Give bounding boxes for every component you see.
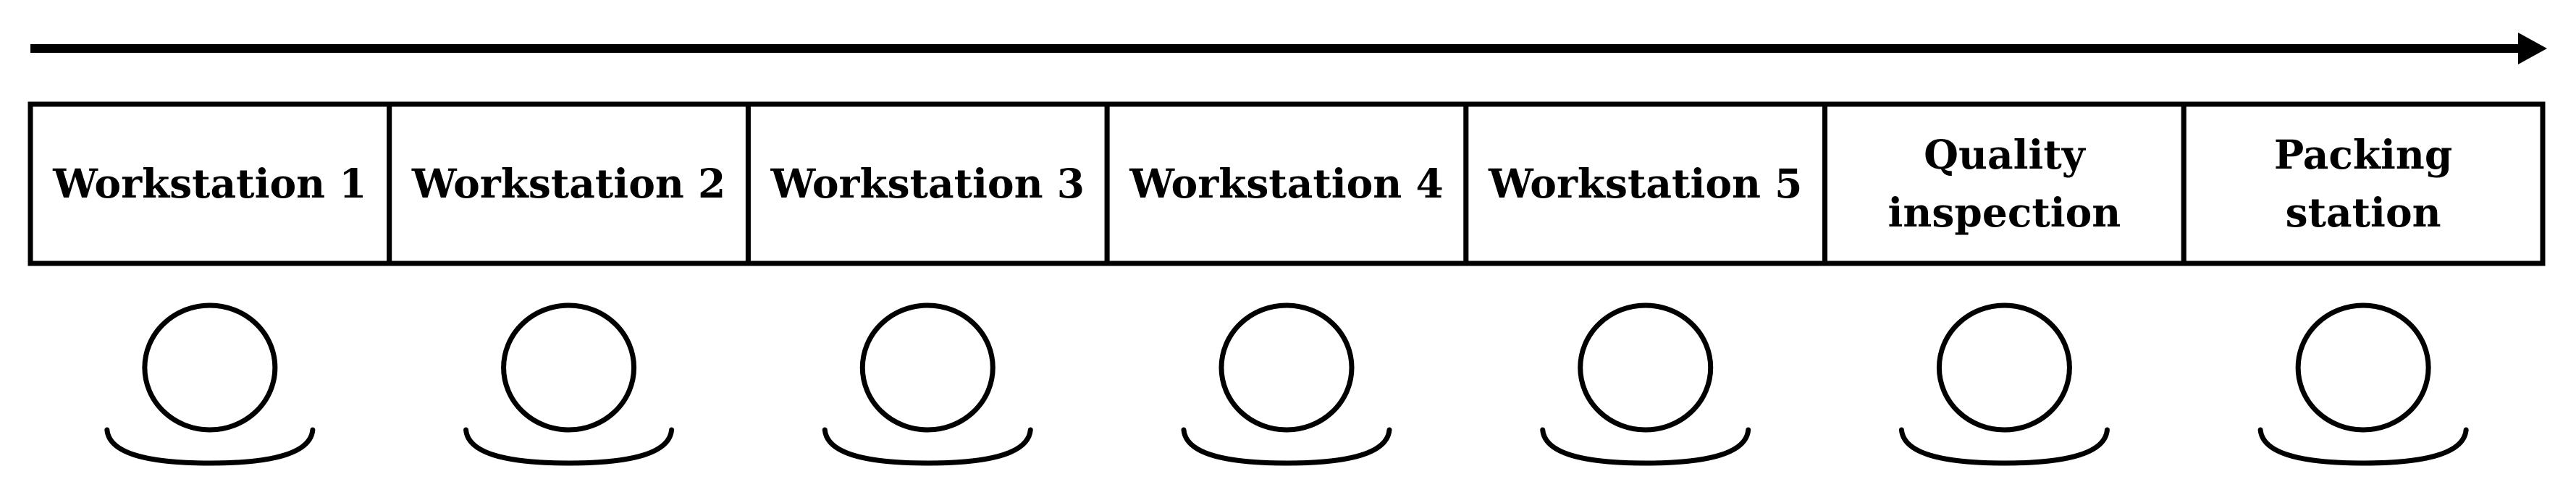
- station-box: [28, 101, 392, 266]
- station-label: Packing: [2274, 131, 2452, 178]
- station-workstation-5: Workstation 5: [1463, 101, 1828, 266]
- station-box: [387, 101, 751, 266]
- station-label: Workstation 3: [770, 160, 1085, 207]
- worker-icon: [1181, 302, 1392, 466]
- worker-body: [104, 427, 316, 466]
- station-packing-station: Packing station: [2181, 101, 2546, 266]
- worker-head: [142, 302, 278, 433]
- worker-head: [2295, 302, 2431, 433]
- station-box: [1463, 101, 1828, 266]
- station-label: Quality: [1924, 131, 2087, 178]
- station-box: [2181, 101, 2546, 266]
- station-label: Workstation 4: [1129, 160, 1443, 207]
- station-workstation-3: Workstation 3: [745, 101, 1110, 266]
- worker-icon: [1540, 302, 1751, 466]
- station-label: station: [2286, 189, 2441, 236]
- worker-body: [822, 427, 1033, 466]
- station-label: Workstation 5: [1488, 160, 1802, 207]
- worker-head: [1578, 302, 1714, 433]
- stations-row: Workstation 1 Workstation 2 Workstation 3 W…: [28, 101, 2546, 266]
- worker-body: [1181, 427, 1392, 466]
- station-label: inspection: [1888, 189, 2121, 236]
- worker-icon: [104, 302, 316, 466]
- worker-body: [1898, 427, 2110, 466]
- worker-head: [1936, 302, 2072, 433]
- station-label: Workstation 2: [411, 160, 725, 207]
- station-quality-inspection: Quality inspection: [1822, 101, 2186, 266]
- worker-head: [501, 302, 637, 433]
- station-box: [1822, 101, 2186, 266]
- station-label: Workstation 1: [52, 160, 366, 207]
- worker-icon: [463, 302, 675, 466]
- worker-body: [2257, 427, 2469, 466]
- station-workstation-4: Workstation 4: [1104, 101, 1469, 266]
- worker-body: [1540, 427, 1751, 466]
- flow-arrow-head: [2518, 33, 2547, 64]
- worker-icon: [822, 302, 1033, 466]
- station-workstation-2: Workstation 2: [387, 101, 751, 266]
- worker-body: [463, 427, 675, 466]
- worker-head: [1218, 302, 1355, 433]
- worker-head: [859, 302, 996, 433]
- worker-icon: [1898, 302, 2110, 466]
- worker-icon: [2257, 302, 2469, 466]
- workers-row: [104, 302, 2469, 466]
- station-workstation-1: Workstation 1: [28, 101, 392, 266]
- flow-arrow-icon: [30, 33, 2547, 64]
